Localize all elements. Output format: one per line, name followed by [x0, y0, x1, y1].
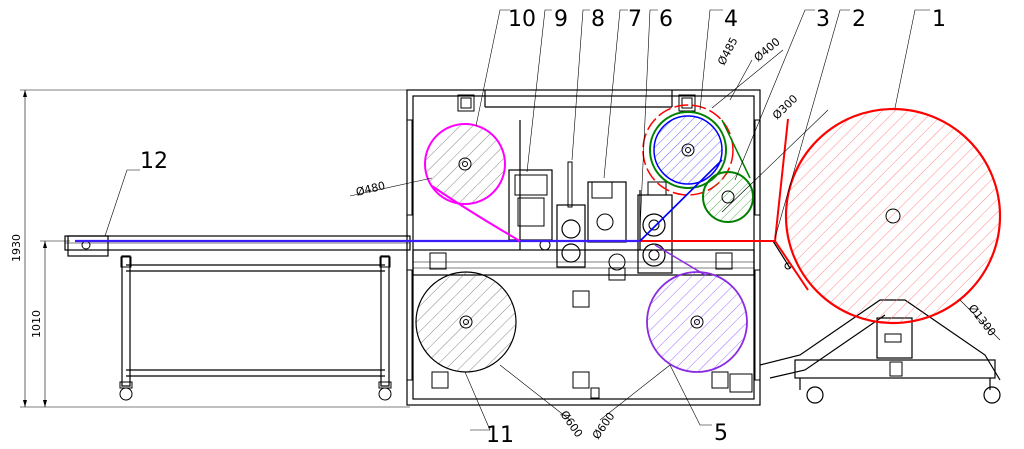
label-item-1: 1: [932, 7, 946, 32]
material-web: [75, 118, 809, 291]
roll-1: [784, 107, 1002, 325]
diameter-roll-1: Ø1300: [966, 302, 999, 339]
diameter-roll-5: Ø600: [590, 410, 618, 442]
roll-11: [415, 271, 517, 373]
roll-4: [642, 104, 734, 196]
label-item-7: 7: [628, 7, 642, 32]
label-item-5: 5: [714, 421, 728, 446]
outfeed-table: [64, 235, 411, 401]
label-item-8: 8: [591, 7, 605, 32]
roll-5: [646, 271, 748, 373]
diameter-roll-3: Ø300: [770, 92, 800, 122]
label-item-12: 12: [140, 149, 168, 174]
diameter-roll-4-inner: Ø400: [752, 35, 783, 64]
label-item-6: 6: [659, 7, 673, 32]
diameter-roll-10: Ø480: [355, 179, 387, 199]
machine-frame: [406, 89, 761, 406]
label-item-4: 4: [724, 7, 738, 32]
dimension-lines: [20, 89, 410, 408]
label-item-3: 3: [816, 7, 830, 32]
leader-lines: [104, 9, 1001, 431]
label-item-2: 2: [852, 7, 866, 32]
diameter-roll-4-outer: Ø485: [715, 35, 740, 67]
label-item-9: 9: [554, 7, 568, 32]
dimension-overall-height: 1930: [10, 234, 23, 262]
label-item-11: 11: [486, 423, 514, 448]
diameter-roll-11: Ø600: [558, 408, 586, 440]
roll-3: [702, 119, 754, 223]
dimension-table-height: 1010: [30, 310, 43, 338]
roll-10: [424, 123, 506, 205]
label-item-10: 10: [508, 7, 536, 32]
